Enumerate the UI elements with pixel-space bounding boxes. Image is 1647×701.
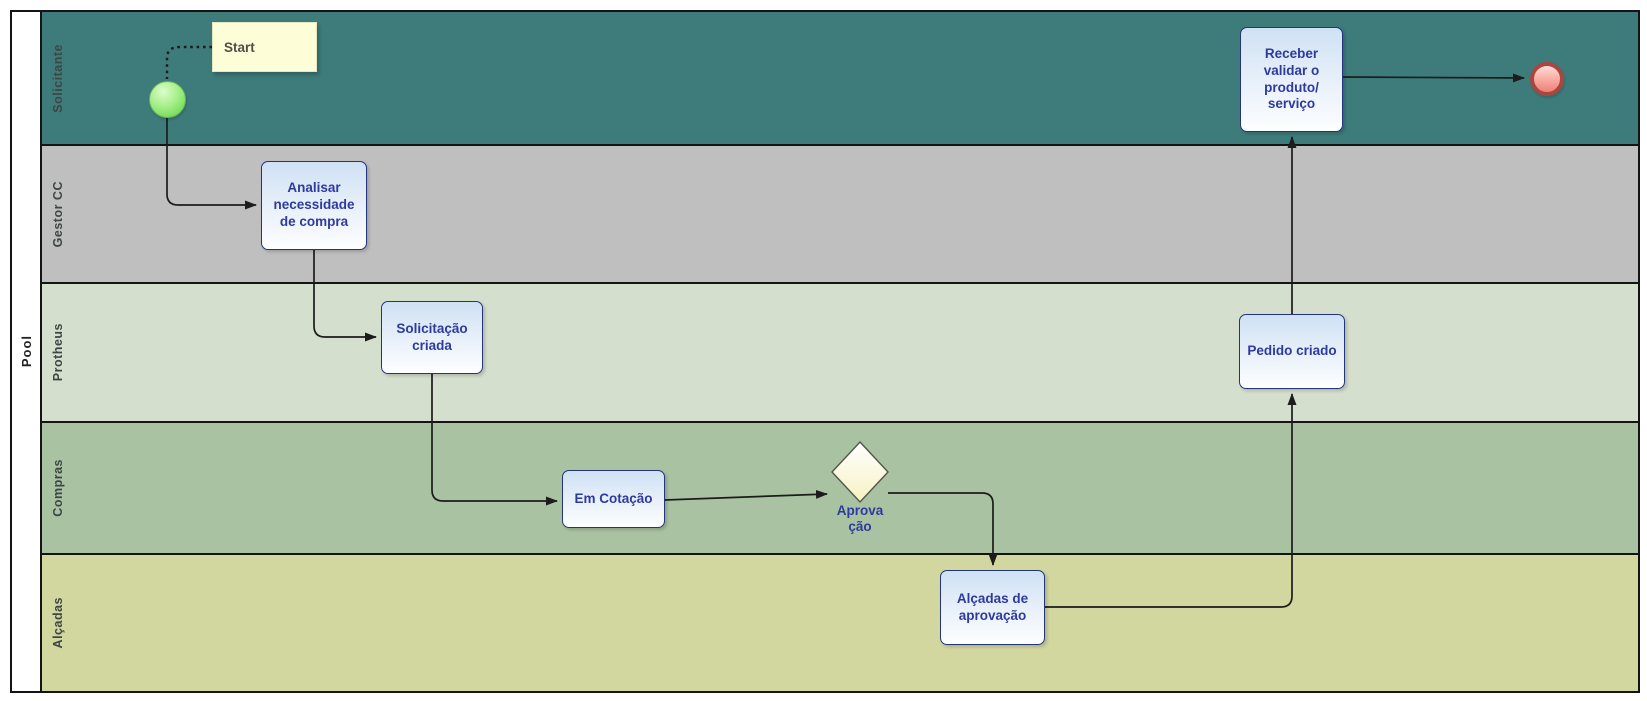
task-receber-validar-label: Receber validar o produto/ serviço (1263, 45, 1320, 112)
end-event[interactable] (1530, 62, 1564, 96)
pool-label-column: Pool (12, 12, 42, 691)
task-em-cotacao[interactable]: Em Cotação (562, 470, 665, 528)
start-event[interactable] (149, 81, 186, 118)
task-em-cotacao-label: Em Cotação (574, 490, 653, 506)
lane-protheus-label: Protheus (51, 323, 65, 382)
task-pedido-criado-label: Pedido criado (1247, 343, 1337, 359)
task-alcadas-aprovacao-label: Alçadas de aprovação (956, 590, 1029, 623)
task-pedido-criado[interactable]: Pedido criado (1239, 314, 1345, 389)
lane-alcadas: Alçadas (42, 555, 1638, 691)
lane-gestor-cc-label: Gestor CC (51, 180, 65, 248)
annotation-start-label: Start (224, 39, 255, 55)
lane-solicitante-label: Solicitante (51, 43, 65, 113)
lanes-container: Solicitante Gestor CC Protheus Compras A… (42, 12, 1638, 691)
task-solicitacao-criada[interactable]: Solicitação criada (381, 301, 483, 374)
task-receber-validar[interactable]: Receber validar o produto/ serviço (1240, 27, 1343, 132)
task-analisar-necessidade[interactable]: Analisar necessidade de compra (261, 161, 367, 250)
task-solicitacao-criada-label: Solicitação criada (396, 320, 468, 353)
annotation-start[interactable]: Start (212, 22, 317, 72)
lane-alcadas-label: Alçadas (51, 597, 65, 649)
lane-protheus: Protheus (42, 284, 1638, 423)
pool: Pool Solicitante Gestor CC Protheus Comp… (10, 10, 1640, 693)
task-alcadas-aprovacao[interactable]: Alçadas de aprovação (940, 570, 1045, 645)
task-analisar-necessidade-label: Analisar necessidade de compra (273, 180, 355, 229)
gateway-aprovacao-label: Aprova ção (836, 503, 884, 535)
pool-label: Pool (18, 335, 34, 368)
lane-compras-label: Compras (51, 459, 65, 517)
